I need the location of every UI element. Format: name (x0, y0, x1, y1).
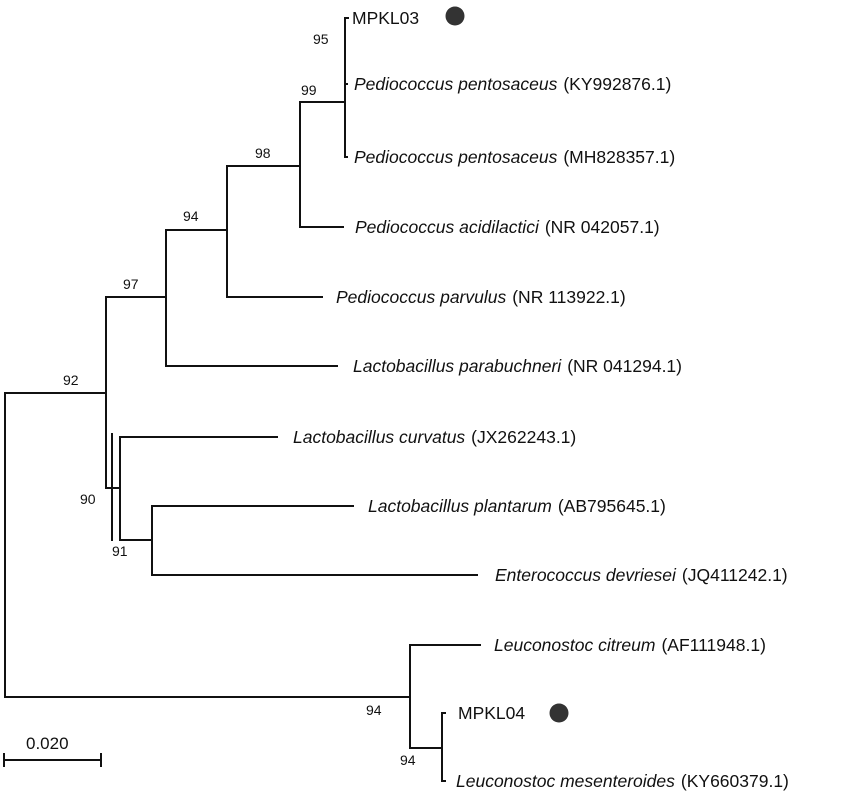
bootstrap-94-c: 94 (400, 752, 416, 768)
taxon-pparv: Pediococcus parvulus (NR 113922.1) (336, 287, 626, 307)
taxon-name: Lactobacillus plantarum (368, 496, 552, 516)
taxon-accession: (AB795645.1) (558, 496, 666, 516)
bootstrap-92: 92 (63, 372, 79, 388)
taxon-lcitr: Leuconostoc citreum (AF111948.1) (494, 635, 766, 655)
sample-marker-dot (445, 6, 465, 26)
taxon-name: Pediococcus pentosaceus (354, 74, 558, 94)
taxon-labels: MPKL03 Pediococcus pentosaceus(KY992876.… (293, 6, 789, 791)
taxon-edevr: Enterococcus devriesei(JQ411242.1) (495, 565, 788, 585)
taxon-name: MPKL04 (458, 703, 525, 723)
taxon-name: Leuconostoc mesenteroides (456, 771, 675, 791)
taxon-lparab: Lactobacillus parabuchneri(NR 041294.1) (353, 356, 682, 376)
bootstrap-95: 95 (313, 31, 329, 47)
taxon-name: Pediococcus parvulus (336, 287, 506, 307)
taxon-name: Enterococcus devriesei (495, 565, 677, 585)
bootstrap-94-b: 94 (366, 702, 382, 718)
taxon-accession: (NR 041294.1) (567, 356, 682, 376)
sample-marker-dot (549, 703, 569, 723)
bootstrap-labels: 95 99 98 94 97 92 90 91 94 94 (63, 31, 416, 768)
taxon-name: Pediococcus pentosaceus (354, 147, 558, 167)
taxon-accession: (JQ411242.1) (682, 565, 788, 585)
taxon-lcurv: Lactobacillus curvatus (JX262243.1) (293, 427, 576, 447)
taxon-lmes: Leuconostoc mesenteroides (KY660379.1) (456, 771, 789, 791)
bootstrap-90: 90 (80, 491, 96, 507)
tree-branches (4, 17, 481, 782)
bootstrap-94-a: 94 (183, 208, 199, 224)
taxon-lplant: Lactobacillus plantarum (AB795645.1) (368, 496, 666, 516)
taxon-accession: (KY660379.1) (681, 771, 789, 791)
scale-bar-line (3, 753, 102, 767)
bootstrap-99: 99 (301, 82, 317, 98)
taxon-name: Leuconostoc citreum (494, 635, 655, 655)
taxon-ppent2: Pediococcus pentosaceus(MH828357.1) (354, 147, 675, 167)
scale-bar-label: 0.020 (26, 734, 69, 753)
taxon-accession: (MH828357.1) (563, 147, 675, 167)
taxon-accession: (KY992876.1) (563, 74, 671, 94)
taxon-accession: (NR 113922.1) (512, 287, 626, 307)
bootstrap-91: 91 (112, 543, 128, 559)
taxon-name: Lactobacillus curvatus (293, 427, 465, 447)
taxon-name: MPKL03 (352, 8, 419, 28)
taxon-mpkl03: MPKL03 (352, 8, 419, 28)
taxon-ppent1: Pediococcus pentosaceus(KY992876.1) (354, 74, 671, 94)
bootstrap-97: 97 (123, 276, 139, 292)
taxon-name: Lactobacillus parabuchneri (353, 356, 562, 376)
taxon-accession: (NR 042057.1) (545, 217, 660, 237)
taxon-name: Pediococcus acidilactici (355, 217, 540, 237)
taxon-pacid: Pediococcus acidilactici(NR 042057.1) (355, 217, 660, 237)
bootstrap-98: 98 (255, 145, 271, 161)
scale-bar: 0.020 (3, 734, 102, 767)
taxon-accession: (JX262243.1) (471, 427, 576, 447)
taxon-mpkl04: MPKL04 (458, 703, 525, 723)
taxon-accession: (AF111948.1) (661, 635, 765, 655)
